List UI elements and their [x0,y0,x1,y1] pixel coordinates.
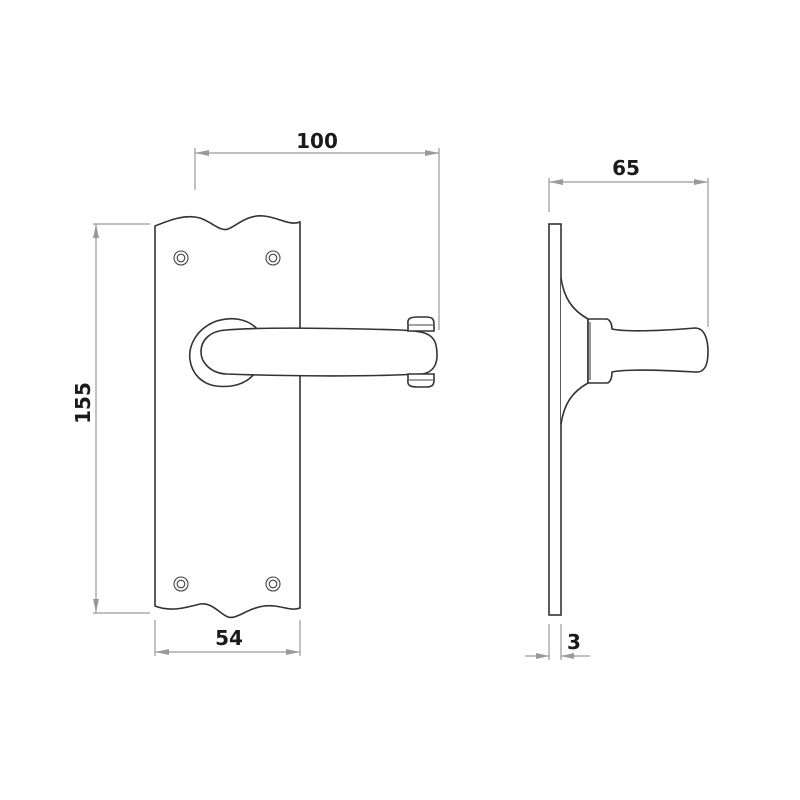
dimension-width-54: 54 [154,620,301,656]
screw-hole-top-left [173,250,189,266]
lever-handle [200,327,438,377]
dimension-height-155: 155 [71,223,150,614]
lever-end-collar [407,316,435,388]
dimension-label-65: 65 [612,156,640,180]
dimension-projection-100: 100 [194,129,440,330]
front-view: 100 155 54 [71,129,440,656]
dimension-projection-65: 65 [548,156,709,327]
screw-hole-bottom-left [173,576,189,592]
side-boss [560,277,589,425]
backplate-edge [548,223,562,616]
dimension-label-54: 54 [215,626,243,650]
dimension-label-3: 3 [567,630,581,654]
dimension-label-100: 100 [296,129,338,153]
screw-hole-top-right [265,250,281,266]
side-lever [587,318,709,384]
dimension-label-155: 155 [71,382,95,424]
side-view: 65 3 [525,156,709,660]
screw-hole-bottom-right [265,576,281,592]
dimension-thickness-3: 3 [525,624,590,660]
backplate-outline [154,215,301,619]
